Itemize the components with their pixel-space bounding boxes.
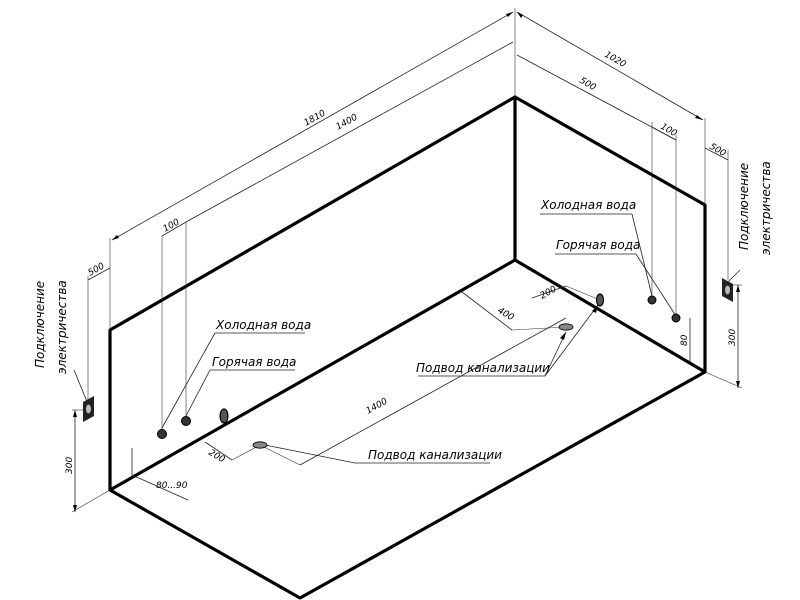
- dim-line-200-right: [531, 285, 567, 299]
- label-sewer-right: Подвод канализации: [416, 361, 550, 375]
- dim-100-right: 100: [659, 122, 679, 139]
- dim-200-left: 200: [207, 448, 227, 465]
- dim-line-200-left: [204, 441, 233, 461]
- dim-line-500-top: [516, 54, 677, 141]
- dim-80: 80: [680, 334, 690, 346]
- dim-line-1810: [111, 11, 514, 241]
- dim-1020: 1020: [603, 50, 628, 70]
- left-wall-outline: [108, 95, 517, 492]
- label-hot-water-left: Горячая вода: [212, 355, 296, 369]
- dim-line-400: [461, 291, 513, 331]
- label-hot-water-right: Горячая вода: [556, 238, 640, 252]
- power-outlet-right-icon: [722, 278, 733, 302]
- drain-pipe-right-icon: [595, 293, 605, 307]
- dim-1400-top: 1400: [335, 112, 360, 132]
- sewer-floor-left-icon: [252, 441, 268, 449]
- dim-400: 400: [496, 306, 516, 323]
- dimension-texts: 1810 1400 1020 500 100 500 100 500 300 3…: [65, 50, 738, 491]
- power-outlet-left-icon: [83, 396, 94, 422]
- labels: Холодная вода Горячая вода Подвод канали…: [33, 161, 773, 462]
- drain-pipe-left-icon: [219, 408, 229, 424]
- dim-500-top: 500: [578, 76, 598, 93]
- fittings: [83, 278, 733, 449]
- dim-300-right: 300: [728, 329, 738, 346]
- dim-1400-mid: 1400: [365, 396, 390, 416]
- dim-500-left: 500: [87, 261, 107, 278]
- arrow-ticks: [73, 12, 740, 512]
- dim-500-far: 500: [708, 142, 728, 159]
- dim-300-left: 300: [65, 457, 75, 474]
- floor-dimensions: [204, 285, 601, 466]
- height-dimensions: [71, 284, 743, 513]
- label-power-right-line2: электричества: [759, 161, 773, 255]
- label-power-right-line1: Подключение: [737, 163, 751, 250]
- dim-80-90: 80...90: [156, 481, 188, 491]
- top-dimensions: [87, 8, 729, 432]
- dim-1810: 1810: [303, 108, 328, 128]
- leader-lines: [73, 213, 741, 464]
- cold-water-right-icon: [647, 295, 657, 305]
- label-power-left-line2: электричества: [55, 280, 69, 374]
- hot-water-right-icon: [671, 313, 681, 323]
- floor-outline: [108, 258, 707, 600]
- dim-line-1400-top: [185, 41, 514, 223]
- cold-water-left-icon: [157, 429, 167, 439]
- dim-line-1020: [516, 11, 704, 121]
- label-cold-water-left: Холодная вода: [215, 318, 311, 332]
- label-power-left-line1: Подключение: [33, 281, 47, 368]
- dim-200-right: 200: [539, 284, 559, 301]
- dim-line-1400-mid: [299, 317, 567, 466]
- sewer-floor-right-icon: [558, 323, 574, 331]
- bathtub-outline: [108, 95, 707, 600]
- dim-100-left: 100: [162, 217, 182, 234]
- label-sewer-left: Подвод канализации: [368, 448, 502, 462]
- label-cold-water-right: Холодная вода: [540, 198, 636, 212]
- hot-water-left-icon: [181, 416, 191, 426]
